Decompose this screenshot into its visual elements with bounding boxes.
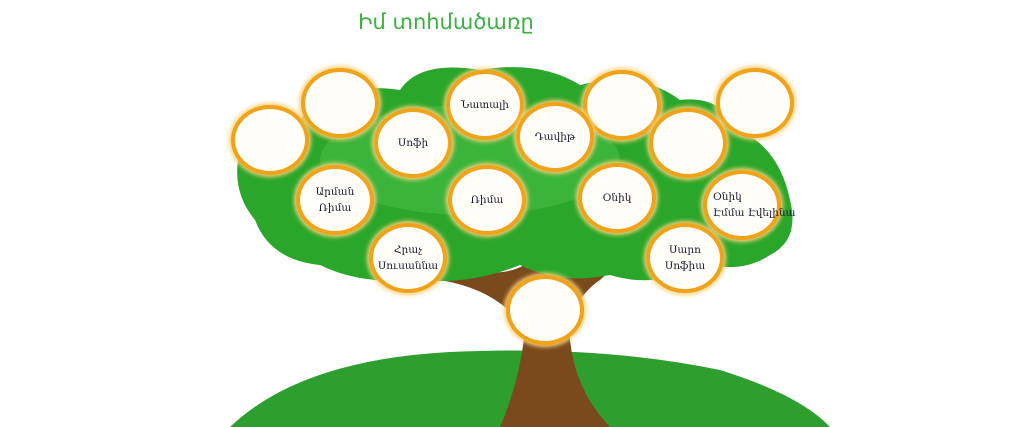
family-node-sofi[interactable]: Սոֆի [378, 112, 448, 174]
family-node-natali[interactable]: Նատալի [450, 74, 520, 136]
node-name: Սարո [669, 244, 701, 256]
node-name: Ռիմա [318, 202, 352, 214]
family-node-empty[interactable] [720, 72, 790, 134]
node-name: Սուսաննա [377, 260, 439, 272]
node-name: Նատալի [461, 99, 509, 111]
family-node-rima[interactable]: Ռիմա [452, 169, 522, 231]
family-node-empty[interactable] [305, 72, 375, 134]
node-name: Ռիմա [470, 194, 504, 206]
node-name: Սոֆի [397, 137, 429, 149]
family-node-empty[interactable] [587, 74, 657, 136]
node-name: Հրաչ [393, 244, 423, 256]
family-node-empty[interactable] [235, 109, 305, 171]
node-name: Սոֆիա [664, 260, 706, 272]
family-node-onik[interactable]: Օնիկ [582, 167, 652, 229]
node-name: Դավիթ [534, 131, 576, 143]
node-name: Արման [315, 186, 355, 198]
family-node-empty[interactable] [653, 112, 723, 174]
node-name: Օնիկ [713, 191, 742, 203]
node-name: Օնիկ [602, 192, 632, 204]
family-node-davit[interactable]: Դավիթ [520, 106, 590, 168]
node-name: Էմմա Էվելինա [713, 207, 796, 219]
family-node-empty[interactable] [510, 279, 580, 341]
page-title: Իմ տոհմածառը [358, 10, 534, 34]
